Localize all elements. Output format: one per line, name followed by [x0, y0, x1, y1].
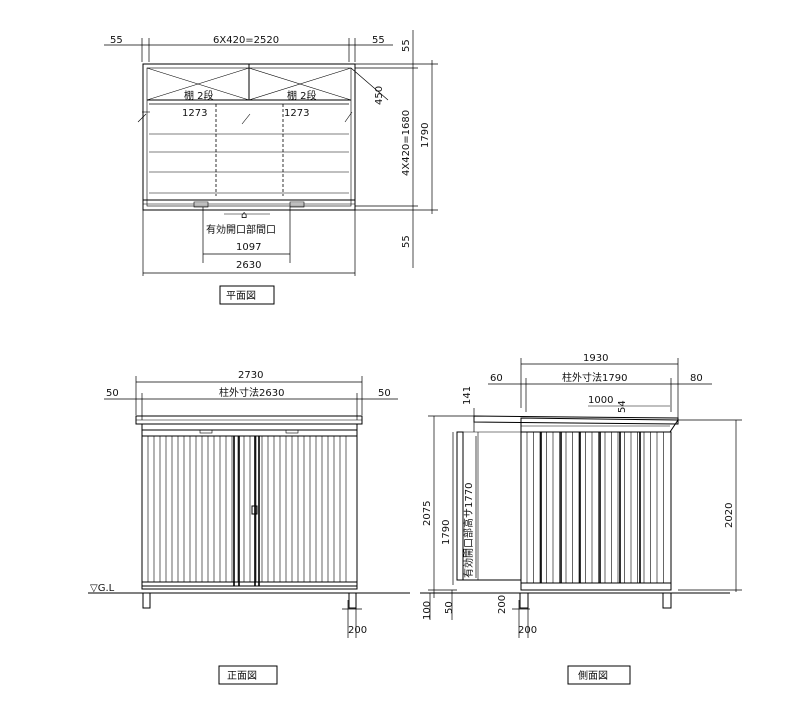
side-dim-50: 50	[444, 601, 455, 614]
side-dim-2075: 2075	[422, 501, 433, 526]
front-caption-box	[218, 665, 278, 685]
side-dim-2020: 2020	[724, 503, 735, 528]
front-dim-right: 50	[378, 388, 391, 399]
side-view: 1930 60 柱外寸法1790 80 141 1000 54 有効開口部高サ1…	[420, 353, 742, 685]
front-caption: 正面図	[227, 670, 257, 682]
side-caption: 側面図	[578, 669, 608, 682]
plan-dim-top-right: 55	[372, 35, 385, 46]
plan-diag-450: 450	[374, 86, 385, 105]
front-dim-pillar: 柱外寸法2630	[219, 386, 284, 399]
side-opening-h: 有効開口部高サ1770	[462, 483, 475, 578]
front-dim-total: 2730	[238, 370, 263, 381]
side-dim-1000: 1000	[588, 395, 613, 406]
plan-dim-right-mid: 4X420=1680	[401, 110, 412, 176]
plan-opening-label: 有効開口部間口	[206, 223, 276, 236]
side-caption-box	[567, 665, 631, 685]
side-dim-100: 100	[422, 601, 433, 620]
side-dim-left: 60	[490, 373, 503, 384]
plan-shelf-left: 棚 2段	[184, 89, 214, 102]
side-dim-1790: 1790	[441, 520, 452, 545]
plan-total-w: 2630	[236, 260, 261, 271]
side-dim-total: 1930	[583, 353, 608, 364]
plan-dim-right-top: 55	[401, 39, 412, 52]
plan-caption: 平面図	[226, 290, 256, 302]
front-dim-foot: 200	[348, 625, 367, 636]
side-dim-foot-w: 200	[518, 625, 537, 636]
plan-caption-box	[219, 285, 275, 305]
plan-dim-top-left: 55	[110, 35, 123, 46]
plan-dim-right-bottom: 55	[401, 235, 412, 248]
front-view: 2730 50 柱外寸法2630 50 ▽G.L 2	[88, 370, 410, 685]
plan-view: 55 6X420=2520 55 棚 2段 棚 2段 1273 1273	[104, 30, 438, 305]
plan-dim-top-mid: 6X420=2520	[213, 35, 279, 46]
side-dim-141: 141	[462, 386, 473, 405]
plan-shelf-w-right: 1273	[284, 108, 309, 119]
side-dim-54: 54	[617, 400, 628, 413]
side-dim-pillar: 柱外寸法1790	[562, 371, 627, 384]
plan-dim-right-total: 1790	[420, 123, 431, 148]
plan-opening-w: 1097	[236, 242, 261, 253]
side-dim-right: 80	[690, 373, 703, 384]
svg-text:⌂: ⌂	[241, 210, 247, 221]
side-dim-foot-h: 200	[497, 595, 508, 614]
plan-shelf-w-left: 1273	[182, 108, 207, 119]
front-dim-left: 50	[106, 388, 119, 399]
plan-shelf-right: 棚 2段	[287, 89, 317, 102]
front-gl-label: ▽G.L	[90, 583, 115, 594]
